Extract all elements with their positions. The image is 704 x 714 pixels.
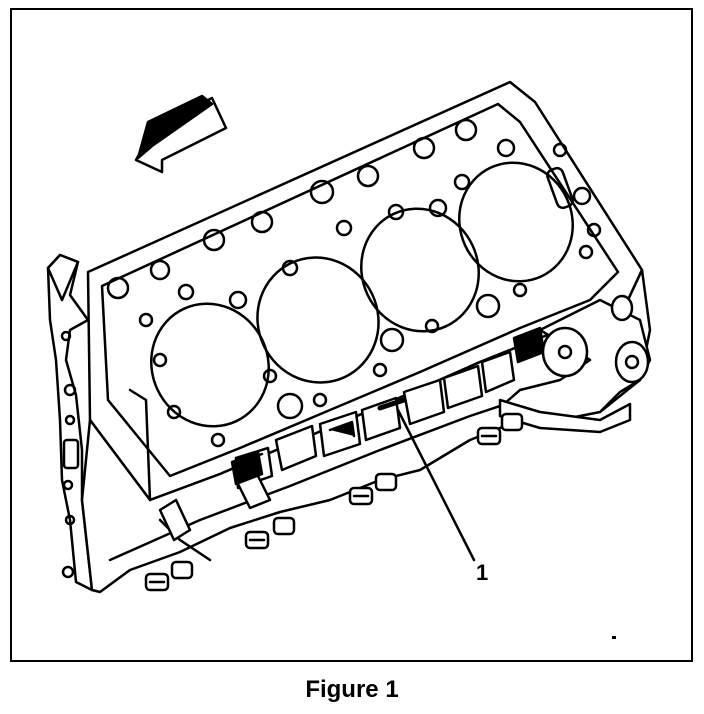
bolt-icon (144, 572, 170, 592)
figure-frame (10, 8, 693, 662)
bolt-icon (272, 516, 296, 536)
corner-mark (612, 636, 616, 639)
bolt-icon (476, 426, 502, 446)
bolt-icon (500, 412, 524, 432)
bolt-icon (348, 486, 374, 506)
direction-arrow-icon (134, 94, 228, 174)
bolt-icon (170, 560, 194, 580)
block-end-face (46, 253, 94, 592)
main-bolts (144, 412, 524, 592)
callout-number-label: 1 (476, 560, 489, 585)
cylinder-bore-4 (458, 161, 574, 283)
cylinder-bore-3 (360, 207, 480, 333)
callout-leader-line (396, 408, 476, 562)
cylinder-bore-2 (256, 256, 380, 384)
bolt-icon (244, 530, 270, 550)
figure-caption: Figure 1 (305, 676, 399, 703)
rear-boss (498, 294, 652, 434)
bolt-icon (374, 472, 398, 492)
